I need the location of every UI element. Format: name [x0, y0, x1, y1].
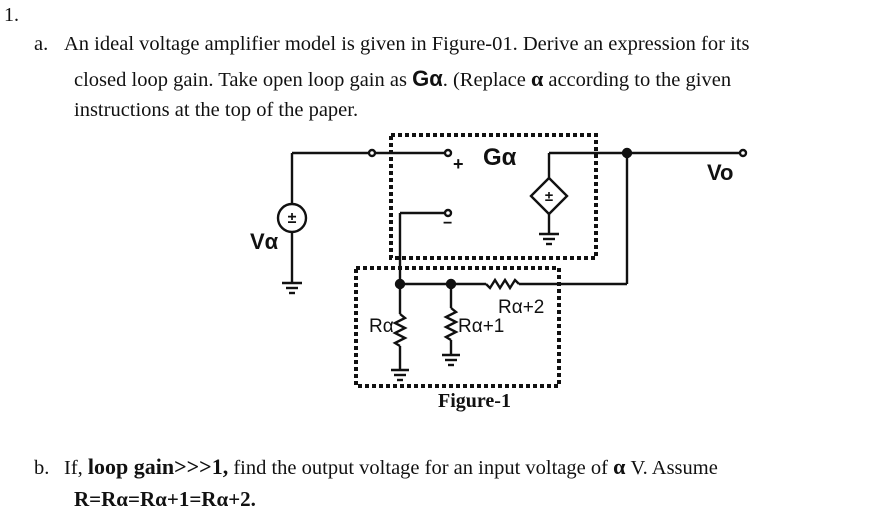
part-b-line-2: R=Rα=Rα+1=Rα+2. — [74, 487, 256, 511]
alpha-symbol-b: α — [613, 454, 626, 479]
part-b-text-1-end: V. Assume — [630, 457, 718, 479]
voltage-source-icon — [276, 202, 308, 234]
open-loop-gain-symbol: Gα — [412, 66, 443, 91]
part-b-line-1: b. If, loop gain>>>1, find the output vol… — [34, 451, 718, 484]
noninv-plus-label: + — [453, 154, 464, 174]
input-voltage-label: Vα — [250, 229, 279, 254]
amplifier-boundary — [389, 133, 598, 260]
alpha-symbol: α — [530, 66, 544, 91]
part-b-text-1-start: If, — [64, 457, 83, 479]
part-a-label: a. — [34, 33, 49, 55]
part-a-text-2-mid: . (Replace — [442, 69, 526, 91]
feedback-network-boundary — [354, 266, 561, 388]
resistor-r2-label: Rα+1 — [458, 316, 504, 337]
resistor-r3-label: Rα+2 — [498, 297, 544, 318]
part-a-text-2-start: closed loop gain. Take open loop gain as — [74, 69, 407, 91]
part-b-label: b. — [34, 457, 50, 479]
amplifier-gain-label: Gα — [483, 144, 517, 171]
source-polarity: ± — [288, 210, 297, 227]
part-a-line-3: instructions at the top of the paper. — [74, 99, 359, 121]
dependent-source-icon — [529, 176, 569, 216]
dependent-source-polarity: ± — [545, 188, 553, 205]
resistor-r1-label: Rα — [369, 316, 394, 337]
part-a-text-2-end: according to the given — [548, 69, 732, 91]
part-a-line-1: a. An ideal voltage amplifier model is gi… — [34, 28, 749, 60]
part-a-text-1: An ideal voltage amplifier model is give… — [64, 33, 750, 55]
inv-minus-label: − — [443, 215, 452, 232]
part-a-line-2: closed loop gain. Take open loop gain as… — [74, 63, 731, 96]
part-b-text-1-mid: find the output voltage for an input vol… — [233, 457, 608, 479]
question-number: 1. — [4, 4, 19, 26]
output-voltage-label: Vo — [707, 160, 733, 185]
figure-caption: Figure-1 — [438, 390, 511, 412]
loop-gain-condition: loop gain>>>1, — [87, 454, 229, 479]
